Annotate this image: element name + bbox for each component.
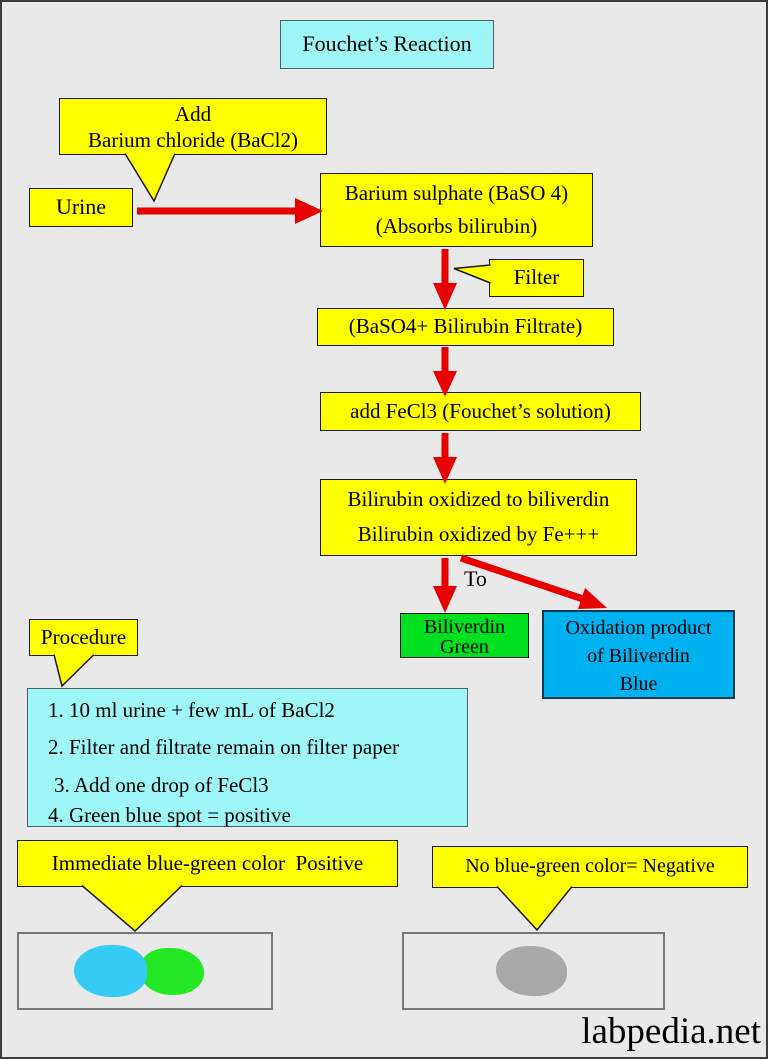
- brand-watermark: labpedia.net: [581, 1011, 761, 1052]
- procedure-step-1: 1. 10 ml urine + few mL of BaCl2: [48, 698, 335, 722]
- gray-spot: [496, 946, 567, 996]
- diagram-title: Fouchet’s Reaction: [280, 20, 494, 69]
- green-spot: [140, 948, 204, 995]
- node-bilirubin-oxidized: Bilirubin oxidized to biliverdin Bilirub…: [320, 479, 637, 556]
- positive-spot-panel: [17, 932, 273, 1010]
- barium-sulphate-line1: Barium sulphate (BaSO 4): [344, 181, 569, 205]
- oxidation-blue-line1: Oxidation product: [565, 617, 712, 639]
- procedure-box: 1. 10 ml urine + few mL of BaCl2 2. Filt…: [27, 688, 468, 827]
- callout-add-barium-chloride: Add Barium chloride (BaCl2): [59, 98, 327, 155]
- procedure-step-4: 4. Green blue spot = positive: [48, 803, 291, 827]
- procedure-step-2: 2. Filter and filtrate remain on filter …: [48, 735, 400, 759]
- barium-sulphate-line2: (Absorbs bilirubin): [375, 214, 538, 238]
- node-filtrate: (BaSO4+ Bilirubin Filtrate): [317, 308, 614, 346]
- blue-spot: [74, 945, 147, 997]
- node-urine: Urine: [29, 188, 133, 227]
- oxidized-line2: Bilirubin oxidized by Fe+++: [357, 522, 600, 546]
- biliverdin-green-line1: Biliverdin: [423, 616, 506, 638]
- callout-add-line1: Add: [174, 102, 212, 126]
- biliverdin-green-line2: Green: [440, 636, 489, 658]
- to-label: To: [464, 566, 487, 591]
- oxidation-blue-line2: of Biliverdin: [587, 645, 690, 667]
- node-oxidation-product-blue: Oxidation product of Biliverdin Blue: [542, 610, 735, 699]
- callout-negative-result: No blue-green color= Negative: [432, 846, 748, 888]
- callout-procedure: Procedure: [29, 619, 138, 656]
- procedure-step-3: 3. Add one drop of FeCl3: [54, 773, 269, 797]
- oxidized-line1: Bilirubin oxidized to biliverdin: [347, 487, 610, 511]
- oxidation-blue-line3: Blue: [619, 673, 658, 695]
- callout-add-line2: Barium chloride (BaCl2): [88, 128, 298, 152]
- procedure-steps: 1. 10 ml urine + few mL of BaCl2 2. Filt…: [28, 689, 467, 828]
- callout-filter: Filter: [489, 259, 584, 297]
- node-biliverdin-green: Biliverdin Green: [400, 613, 529, 658]
- node-barium-sulphate: Barium sulphate (BaSO 4) (Absorbs biliru…: [320, 173, 593, 247]
- node-add-fecl3: add FeCl3 (Fouchet’s solution): [320, 392, 641, 431]
- callout-positive-result: Immediate blue-green color Positive: [17, 840, 398, 887]
- negative-spot-panel: [402, 932, 665, 1010]
